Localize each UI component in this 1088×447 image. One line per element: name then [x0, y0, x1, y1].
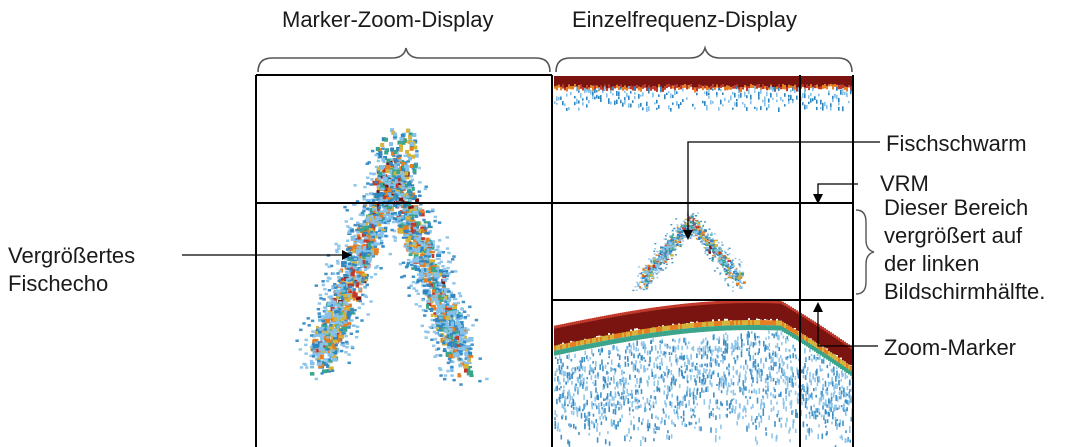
zoom-area-line-1: Dieser Bereich: [884, 195, 1029, 220]
zoom-area-line-4: Bildschirmhälfte.: [884, 279, 1046, 304]
callout-leaders: [182, 141, 880, 347]
magnified-fish-echo-label: Vergrößertes Fischecho: [8, 242, 135, 298]
right-header-brace: [555, 45, 853, 73]
magnified-echo-line-2: Fischecho: [8, 271, 109, 296]
zoom-marker-label: Zoom-Marker: [884, 335, 1017, 360]
left-header-brace: [257, 47, 551, 73]
display-frame: [255, 74, 854, 447]
zoom-area-brace: [855, 209, 875, 295]
fish-school-leader: [683, 141, 880, 240]
fish-school-label: Fischschwarm: [886, 131, 1027, 156]
vrm-label: VRM: [880, 171, 929, 196]
zoom-area-line-2: vergrößert auf: [884, 223, 1023, 248]
marker-zoom-display-header: Marker-Zoom-Display: [282, 7, 494, 32]
magnified-echo-line-1: Vergrößertes: [8, 243, 136, 268]
zoom-area-description: Dieser Bereich vergrößert auf der linken…: [884, 194, 1045, 306]
echo-data-layer: [295, 76, 853, 447]
single-frequency-display-header: Einzelfrequenz-Display: [572, 7, 797, 32]
zoom-area-line-3: der linken: [884, 251, 980, 276]
vrm-leader: [813, 183, 858, 204]
zoom-marker-leader: [813, 302, 878, 347]
